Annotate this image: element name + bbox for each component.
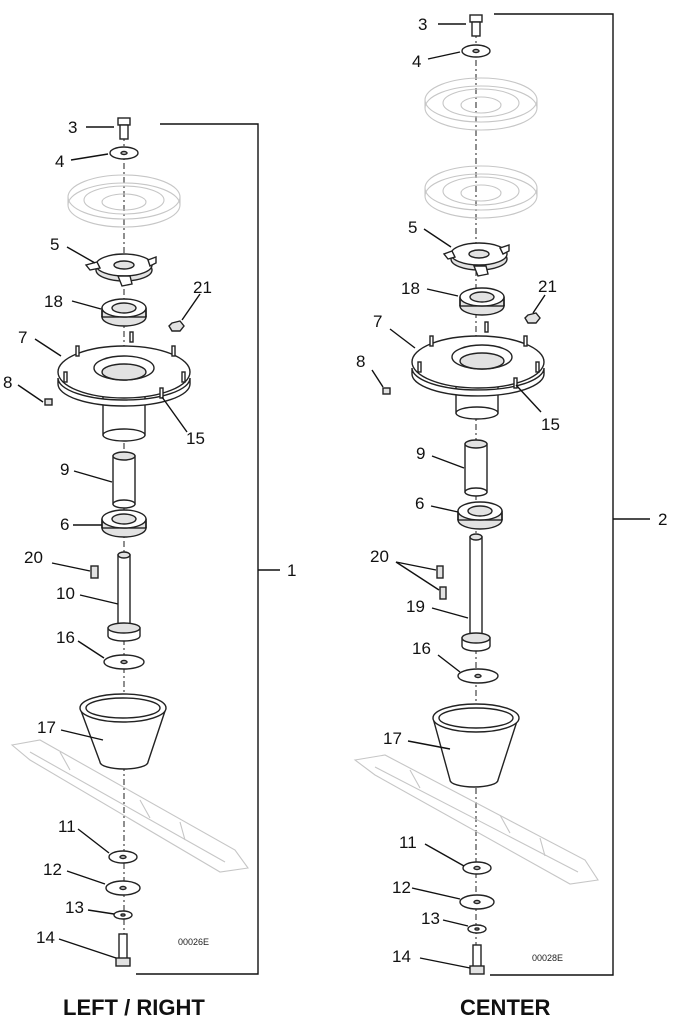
idler-bracket-5 [442, 242, 510, 277]
nut-21 [524, 312, 541, 324]
ghost-blade [10, 739, 249, 873]
washer-12 [459, 894, 495, 910]
callout-5-lr: 5 [50, 235, 59, 254]
callout-18-lr: 18 [44, 292, 63, 311]
callout-20-lr: 20 [24, 548, 43, 567]
callout-17-c: 17 [383, 729, 402, 748]
ghost-pulley-upper [424, 77, 538, 131]
callout-11-c: 11 [399, 833, 417, 852]
shaft-19 [461, 533, 491, 652]
callout-15-lr: 15 [186, 429, 205, 448]
callout-10-lr: 10 [56, 584, 75, 603]
callout-11-lr: 11 [58, 817, 76, 836]
callout-19-c: 19 [406, 597, 425, 616]
keys-20 [436, 565, 447, 600]
bearing-6 [101, 509, 147, 538]
callout-13-lr: 13 [65, 898, 84, 917]
washer-11 [462, 861, 492, 875]
bearing-6 [457, 501, 503, 530]
spindle-housing-7 [57, 331, 191, 442]
washer-16 [103, 654, 145, 670]
shaft-10 [107, 551, 141, 642]
callout-14-c: 14 [392, 947, 411, 966]
callout-12-lr: 12 [43, 860, 62, 879]
callout-13-c: 13 [421, 909, 440, 928]
idler-bracket-5 [84, 253, 157, 287]
callout-9-lr: 9 [60, 460, 69, 479]
ghost-pulley-lower [424, 165, 538, 219]
drawing-code-center: 00028E [532, 953, 563, 963]
ghost-pulley [67, 174, 181, 228]
assembly-number-1: 1 [287, 561, 296, 580]
bolt-3 [117, 117, 131, 140]
callout-16-c: 16 [412, 639, 431, 658]
blade-cup-17 [432, 703, 520, 788]
bolt-14 [469, 944, 485, 975]
callout-7-c: 7 [373, 312, 382, 331]
pin-8 [44, 398, 53, 406]
callout-21-c: 21 [538, 277, 557, 296]
assembly-center [353, 13, 650, 976]
lockwasher-13 [113, 910, 133, 920]
callout-9-c: 9 [416, 444, 425, 463]
pin-8 [382, 387, 391, 395]
callout-18-c: 18 [401, 279, 420, 298]
callout-21-lr: 21 [193, 278, 212, 297]
callout-17-lr: 17 [37, 718, 56, 737]
washer-4 [109, 146, 139, 160]
title-left-right: LEFT / RIGHT [63, 995, 205, 1020]
spacer-9 [112, 451, 136, 509]
key-20 [90, 565, 99, 579]
washer-11 [108, 850, 138, 864]
washer-12 [105, 880, 141, 896]
callout-3-lr: 3 [68, 118, 77, 137]
title-center: CENTER [460, 995, 551, 1020]
callout-14-lr: 14 [36, 928, 55, 947]
nut-21 [168, 320, 185, 332]
callout-6-c: 6 [415, 494, 424, 513]
callout-7-lr: 7 [18, 328, 27, 347]
assembly-number-2: 2 [658, 510, 667, 529]
bolt-14 [115, 933, 131, 967]
washer-16 [457, 668, 499, 684]
washer-4 [461, 44, 491, 58]
callout-8-lr: 8 [3, 373, 12, 392]
callout-20-c: 20 [370, 547, 389, 566]
callout-15-c: 15 [541, 415, 560, 434]
bearing-18 [459, 287, 505, 316]
callout-16-lr: 16 [56, 628, 75, 647]
callout-4-lr: 4 [55, 152, 64, 171]
bolt-3 [469, 14, 483, 37]
drawing-code-lr: 00026E [178, 937, 209, 947]
spindle-housing-7 [411, 321, 545, 420]
assembly-left-right [10, 117, 280, 975]
callout-5-c: 5 [408, 218, 417, 237]
bearing-18 [101, 298, 147, 327]
spacer-9 [464, 439, 488, 497]
callout-4-c: 4 [412, 52, 421, 71]
callout-8-c: 8 [356, 352, 365, 371]
blade-cup-17 [79, 693, 167, 770]
ghost-blade [353, 754, 599, 885]
callout-3-c: 3 [418, 15, 427, 34]
lockwasher-13 [467, 924, 487, 934]
callout-6-lr: 6 [60, 515, 69, 534]
callout-12-c: 12 [392, 878, 411, 897]
